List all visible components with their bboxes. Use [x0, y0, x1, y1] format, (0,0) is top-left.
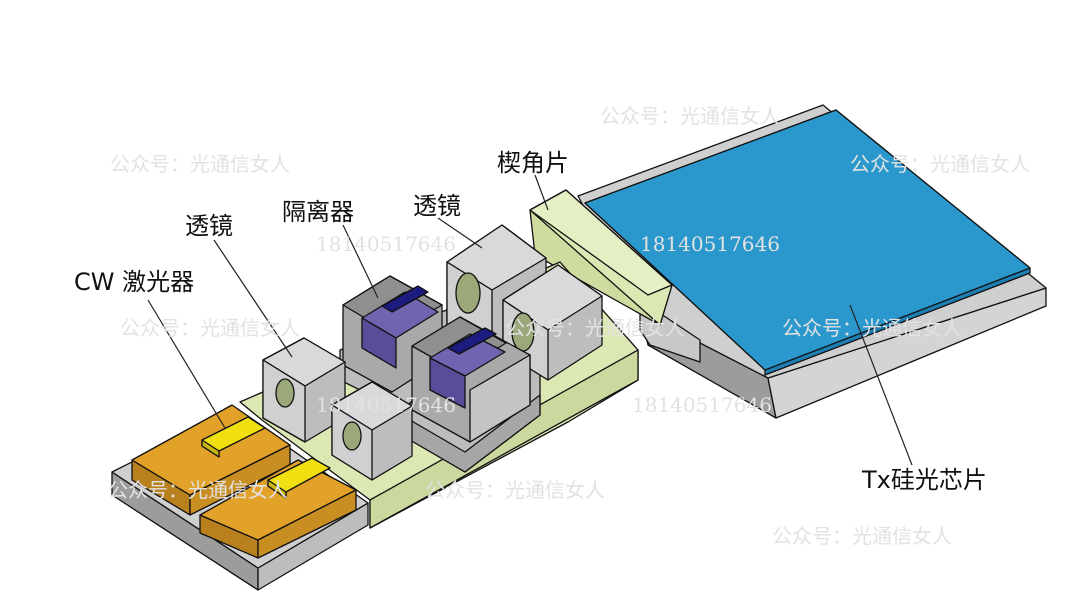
label-wedge: 楔角片 — [497, 149, 569, 177]
label-cw-laser: CW 激光器 — [74, 268, 195, 296]
watermark-phone: 18140517646 — [316, 232, 456, 256]
isolator-2 — [411, 316, 531, 443]
label-isolator: 隔离器 — [282, 198, 354, 226]
lens-1-blocks — [262, 337, 413, 481]
chip-leader — [849, 304, 913, 466]
lens-2-blocks — [446, 224, 603, 381]
watermark-account: 公众号：光通信女人 — [782, 316, 962, 340]
watermark-account: 公众号：光通信女人 — [120, 316, 300, 340]
isolator-leader — [342, 224, 379, 299]
tx-silicon-photonic-chip — [584, 109, 1031, 376]
label-lens-2: 透镜 — [413, 192, 461, 220]
wedge-plate — [529, 189, 673, 326]
watermark-phone: 18140517646 — [640, 232, 780, 256]
lens-1a-element — [275, 378, 295, 408]
label-lens-1: 透镜 — [185, 212, 233, 240]
lens-2-leader — [437, 217, 483, 249]
watermark-account: 公众号：光通信女人 — [600, 104, 780, 128]
watermark-account: 公众号：光通信女人 — [425, 478, 605, 502]
watermark-account: 公众号：光通信女人 — [505, 316, 685, 340]
lens-1-leader — [213, 239, 293, 358]
watermark-account: 公众号：光通信女人 — [108, 478, 288, 502]
isolator-1 — [342, 275, 443, 393]
laser-leader — [147, 299, 226, 429]
lens-1b-element — [342, 421, 362, 451]
label-tx-chip: Tx硅光芯片 — [862, 466, 987, 494]
watermark-account: 公众号：光通信女人 — [850, 152, 1030, 176]
watermark-account: 公众号：光通信女人 — [772, 524, 952, 548]
lens-2a-element — [455, 272, 481, 314]
wedge-leader — [534, 174, 549, 211]
watermark-account: 公众号：光通信女人 — [110, 152, 290, 176]
cw-laser-chips — [131, 404, 357, 559]
watermark-phone: 18140517646 — [632, 393, 772, 417]
watermark-phone: 18140517646 — [316, 393, 456, 417]
